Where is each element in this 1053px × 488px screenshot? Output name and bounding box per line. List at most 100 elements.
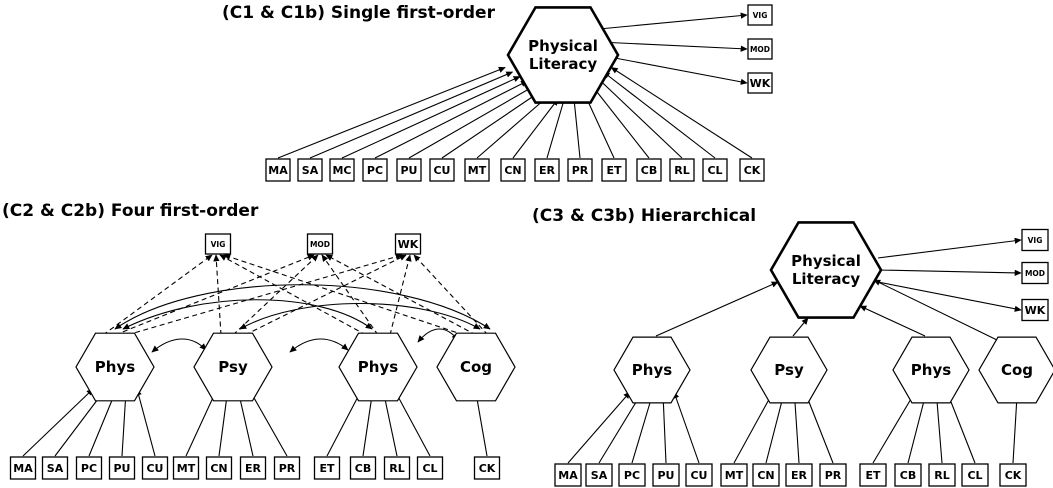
c2-outcome-vig-box: [204, 233, 232, 255]
c1-loading-arrow: [374, 80, 529, 159]
c2-indicator-cu: CU: [141, 456, 169, 480]
c2-indicator-cl-label: CL: [422, 462, 437, 475]
c1-indicator-sa: SA: [297, 158, 323, 182]
c2-regression-arrow: [223, 254, 465, 336]
c2-indicator-pr-box: [273, 456, 301, 480]
c1-factor-physical-literacy-label: Physical: [528, 37, 598, 55]
c1-regression-arrow: [598, 12, 748, 30]
c3-factor-cog-4-shape: [978, 336, 1053, 404]
c2-factor-cog-4-shape: [436, 332, 516, 402]
c1-indicator-mt-box: [464, 158, 490, 182]
c2-factor-phys-3-label: Phys: [358, 358, 398, 376]
c3-indicator-pc-label: PC: [624, 469, 640, 482]
c1-outcome-mod-box: [747, 38, 773, 60]
c2-indicator-ck-box: [473, 456, 501, 480]
c1-outcome-wk-box: [747, 72, 773, 94]
c1-indicator-sa-label: SA: [302, 164, 319, 177]
c2-indicator-pr-label: PR: [279, 462, 296, 475]
c1-indicator-er: ER: [534, 158, 560, 182]
c2-covariance-arrow: [289, 338, 349, 353]
c3-factor-physical-literacy-shape: [769, 221, 883, 319]
c3-factor-physical-literacy-label: Physical: [791, 252, 861, 270]
c2-indicator-pc: PC: [75, 456, 103, 480]
c1-indicator-rl-label: RL: [674, 164, 689, 177]
c1-indicator-pu-label: PU: [401, 164, 418, 177]
c1-indicator-ma-box: [265, 158, 291, 182]
c3-indicator-cn: CN: [752, 463, 780, 487]
c2-regression-arrow: [321, 254, 379, 336]
c2-outcome-wk-label: WK: [398, 238, 419, 251]
c3-indicator-pr: PR: [819, 463, 847, 487]
c1-indicator-ma-label: MA: [268, 164, 288, 177]
c2-regression-arrow: [114, 254, 315, 336]
c2-outcome-vig: VIG: [204, 233, 232, 255]
c2-loading-arrow: [121, 390, 129, 457]
c1-indicator-er-box: [534, 158, 560, 182]
c2-loading-arrow: [326, 389, 362, 457]
c1-indicator-et-label: ET: [606, 164, 622, 177]
c2-loading-arrow: [249, 389, 288, 457]
c1-indicator-pr-box: [567, 158, 593, 182]
c1-indicator-pu: PU: [396, 158, 422, 182]
c3-indicator-er: ER: [785, 463, 813, 487]
c2-indicator-et-box: [313, 456, 341, 480]
c2-indicator-cu-label: CU: [146, 462, 163, 475]
c1-outcome-mod: MOD: [747, 38, 773, 60]
c3-indicator-et-box: [859, 463, 887, 487]
c3-factor-phys-3-shape: [892, 336, 970, 404]
c3-indicator-ma: MA: [554, 463, 582, 487]
c2-loading-arrow: [236, 391, 254, 457]
c1-indicator-cn: CN: [500, 158, 526, 182]
c2-factor-phys-3-shape: [338, 332, 418, 402]
c3-indicator-ma-box: [554, 463, 582, 487]
c1-indicator-cl: CL: [702, 158, 728, 182]
c2-factor-phys-1-label: Phys: [95, 358, 135, 376]
c2-indicator-pc-label: PC: [81, 462, 97, 475]
c2-indicator-ma: MA: [9, 456, 37, 480]
c3-second-order-arrow: [859, 305, 926, 337]
c1-indicator-rl-box: [669, 158, 695, 182]
c3-indicator-mt: MT: [720, 463, 748, 487]
c1-indicator-mc-label: MC: [332, 164, 351, 177]
c2-loading-arrow: [473, 392, 488, 457]
c3-loading-arrow: [933, 394, 943, 464]
c2-loading-arrow: [381, 391, 398, 457]
c2-indicator-cb: CB: [349, 456, 377, 480]
c1-regression-arrow: [598, 41, 748, 52]
c3-indicator-ck-label: CK: [1005, 469, 1022, 482]
c3-indicator-cn-label: CN: [757, 469, 774, 482]
c2-outcome-wk-box: [394, 233, 422, 255]
c1-indicator-pr: PR: [567, 158, 593, 182]
c2-indicator-ma-label: MA: [13, 462, 33, 475]
c3-indicator-rl: RL: [928, 463, 956, 487]
c3-indicator-mt-box: [720, 463, 748, 487]
c2-indicator-er-label: ER: [245, 462, 262, 475]
c2-indicator-cb-label: CB: [355, 462, 371, 475]
c2-indicator-pr: PR: [273, 456, 301, 480]
c2-indicator-cn-label: CN: [210, 462, 227, 475]
c2-indicator-cb-box: [349, 456, 377, 480]
c3-indicator-pr-label: PR: [825, 469, 842, 482]
c3-loading-arrow: [598, 393, 642, 464]
c1-indicator-pc: PC: [362, 158, 388, 182]
c2-indicator-er: ER: [239, 456, 267, 480]
c1-factor-physical-literacy-label: Literacy: [529, 55, 597, 73]
c1-indicator-cb-box: [636, 158, 662, 182]
c2-loading-arrow: [54, 390, 105, 457]
c3-indicator-cb: CB: [894, 463, 922, 487]
c1-indicator-sa-box: [297, 158, 323, 182]
c3-loading-arrow: [946, 392, 976, 464]
c1-loading-arrow: [476, 94, 551, 159]
c2-indicator-er-box: [239, 456, 267, 480]
c2-loading-arrow: [185, 389, 217, 457]
c2-regression-arrow: [244, 254, 407, 336]
c3-indicator-rl-box: [928, 463, 956, 487]
c3-indicator-sa: SA: [585, 463, 613, 487]
c3-indicator-cl: CL: [961, 463, 989, 487]
c3-loading-arrow: [1012, 395, 1020, 464]
c3-indicator-pr-box: [819, 463, 847, 487]
c2-loading-arrow: [218, 391, 230, 457]
